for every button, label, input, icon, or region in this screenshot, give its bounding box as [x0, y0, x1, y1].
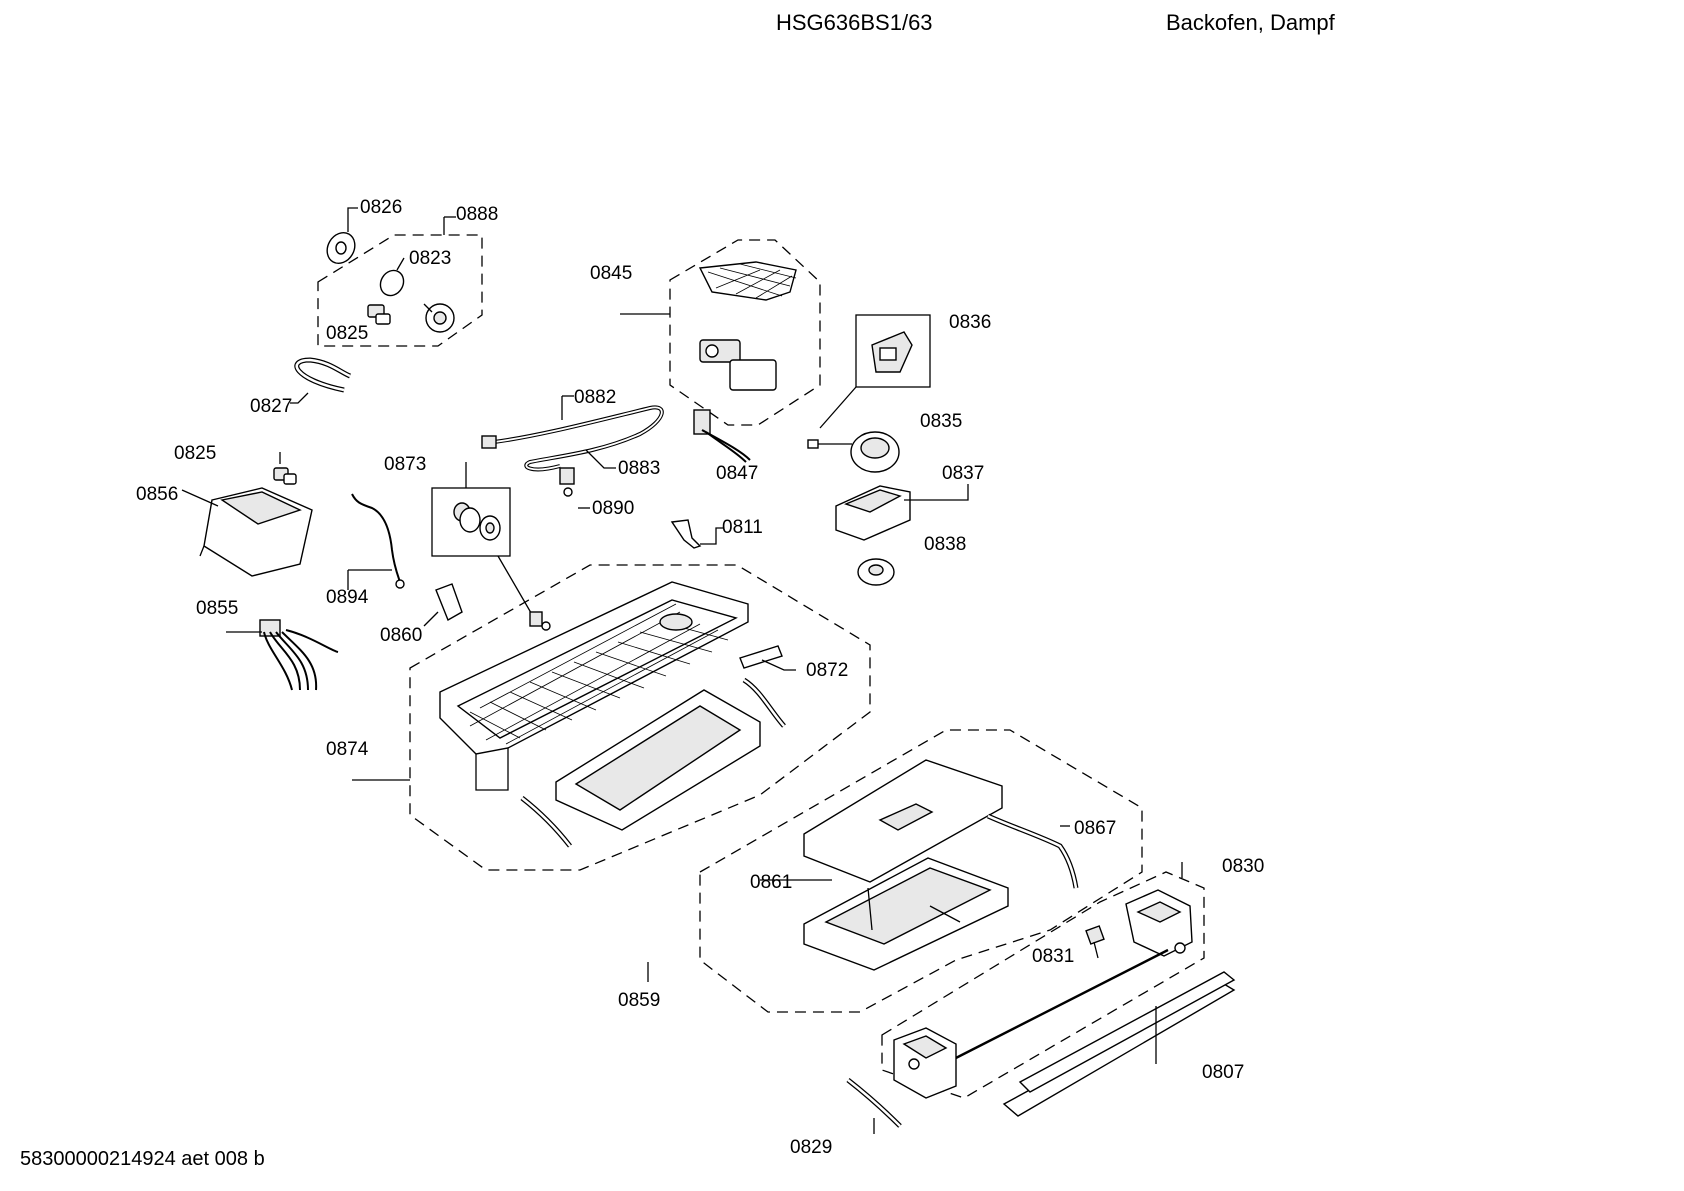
part-0826[interactable]	[322, 207, 361, 268]
model-number: HSG636BS1/63	[776, 10, 933, 35]
label-0807: 0807	[1202, 1062, 1244, 1083]
document-code: 58300000214924 aet 008 b	[20, 1148, 265, 1170]
label-0882: 0882	[574, 387, 616, 408]
part-0831-switch[interactable]	[1085, 925, 1105, 959]
part-0838-disc[interactable]	[857, 558, 895, 586]
group-0874	[352, 564, 871, 871]
part-0873-valve[interactable]	[453, 502, 551, 631]
label-0873: 0873	[384, 454, 426, 475]
group-0888	[317, 216, 483, 347]
label-0825-mid: 0825	[174, 443, 216, 464]
part-0807-rail[interactable]	[1002, 971, 1236, 1117]
part-0874-frame[interactable]	[439, 581, 749, 791]
part-0836-switch[interactable]	[871, 331, 913, 373]
part-0874-hinge-left[interactable]	[520, 796, 572, 848]
part-0835-motor[interactable]	[807, 431, 900, 473]
part-0827-hose[interactable]	[290, 357, 352, 404]
part-0829-hinge[interactable]	[846, 1078, 902, 1134]
label-0855: 0855	[196, 598, 238, 619]
part-0845-grid[interactable]	[698, 261, 797, 301]
group-0836	[819, 314, 931, 429]
label-0837: 0837	[942, 463, 984, 484]
part-0856-cover[interactable]	[181, 487, 313, 577]
label-0861: 0861	[750, 872, 792, 893]
part-0825-clip[interactable]	[367, 304, 391, 325]
label-0874: 0874	[326, 739, 369, 760]
part-0860-clip[interactable]	[423, 583, 463, 627]
label-0838: 0838	[924, 534, 966, 555]
label-0831: 0831	[1032, 946, 1074, 967]
label-0860: 0860	[380, 625, 422, 646]
part-0847-connector[interactable]	[693, 409, 751, 463]
label-0883: 0883	[618, 458, 660, 479]
label-0856: 0856	[136, 484, 178, 505]
part-0823[interactable]	[376, 257, 408, 300]
part-0883-plug[interactable]	[559, 449, 616, 485]
part-0874-tray[interactable]	[555, 689, 761, 831]
label-0859: 0859	[618, 990, 660, 1011]
part-0811-bracket[interactable]	[670, 519, 724, 549]
label-0872: 0872	[806, 660, 848, 681]
label-0827: 0827	[250, 396, 292, 417]
label-0835: 0835	[920, 411, 962, 432]
part-0890[interactable]	[563, 487, 590, 509]
part-0894-lead[interactable]	[347, 493, 405, 590]
group-0859	[647, 729, 1143, 1013]
label-0890: 0890	[592, 498, 634, 519]
appliance-description: Backofen, Dampf	[1166, 10, 1335, 35]
part-0872-strip[interactable]	[739, 645, 796, 671]
label-0867: 0867	[1074, 818, 1116, 839]
part-0830-rod[interactable]	[947, 948, 1169, 1064]
label-0826: 0826	[360, 197, 402, 218]
label-0845: 0845	[590, 263, 632, 284]
part-0830-lock-left[interactable]	[893, 1027, 957, 1099]
part-0861-lid[interactable]	[760, 759, 1003, 883]
label-0829: 0829	[790, 1137, 832, 1158]
label-0811: 0811	[722, 517, 763, 538]
part-0867-rod[interactable]	[986, 813, 1079, 889]
label-0830: 0830	[1222, 856, 1264, 877]
part-0837-holder[interactable]	[835, 484, 969, 541]
label-0836: 0836	[949, 312, 991, 333]
group-0845	[620, 239, 821, 426]
part-knob-0888[interactable]	[423, 303, 455, 333]
part-0845-valve[interactable]	[699, 339, 777, 391]
group-0873	[431, 462, 535, 619]
part-0830-lock-right[interactable]	[1125, 889, 1193, 957]
part-0882-cable[interactable]	[481, 395, 664, 472]
group-0830	[881, 862, 1205, 1099]
label-0825-top: 0825	[326, 323, 368, 344]
part-0855-wiring[interactable]	[226, 619, 339, 691]
part-0825-clip-b[interactable]	[273, 452, 297, 485]
part-0874-hinge-right[interactable]	[742, 677, 786, 728]
label-0888: 0888	[456, 204, 498, 225]
label-0847: 0847	[716, 463, 758, 484]
label-0823: 0823	[409, 248, 451, 269]
label-0894: 0894	[326, 587, 369, 608]
part-0861-container[interactable]	[803, 857, 1009, 971]
